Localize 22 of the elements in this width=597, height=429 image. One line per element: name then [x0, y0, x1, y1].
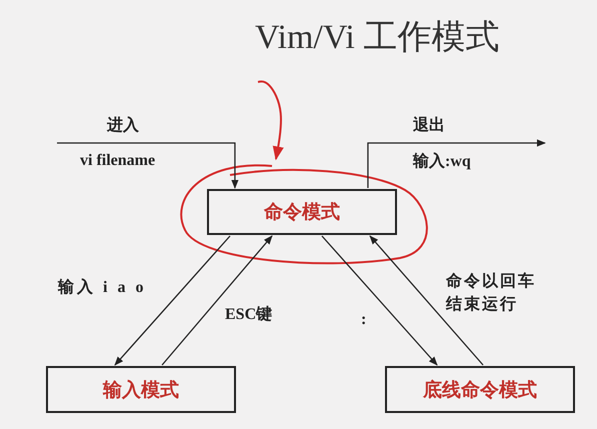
edge-label: 命令以回车结束运行 — [446, 271, 537, 316]
edge-label: 输入 i a o — [58, 277, 146, 298]
edge-label: : — [361, 310, 366, 330]
mode-box — [385, 366, 575, 413]
mode-label: 命令模式 — [264, 200, 340, 225]
title: Vim/Vi 工作模式 — [255, 18, 500, 58]
arrow — [57, 142, 239, 189]
arrow — [114, 236, 230, 366]
arrow — [321, 236, 438, 366]
edge-label: 退出 — [413, 115, 445, 136]
edge-label: ESC键 — [225, 304, 272, 325]
edge-label: 进入 — [107, 115, 139, 136]
mode-label: 底线命令模式 — [423, 378, 537, 402]
command-label: 输入:wq — [413, 151, 471, 172]
mode-label: 输入模式 — [103, 378, 179, 402]
mode-box — [46, 366, 236, 413]
mode-box — [207, 189, 397, 235]
hand-drawn-arrow — [258, 80, 284, 160]
arrow — [367, 139, 546, 188]
command-label: vi filename — [80, 151, 156, 171]
arrow — [162, 235, 273, 366]
arrow — [369, 235, 484, 366]
